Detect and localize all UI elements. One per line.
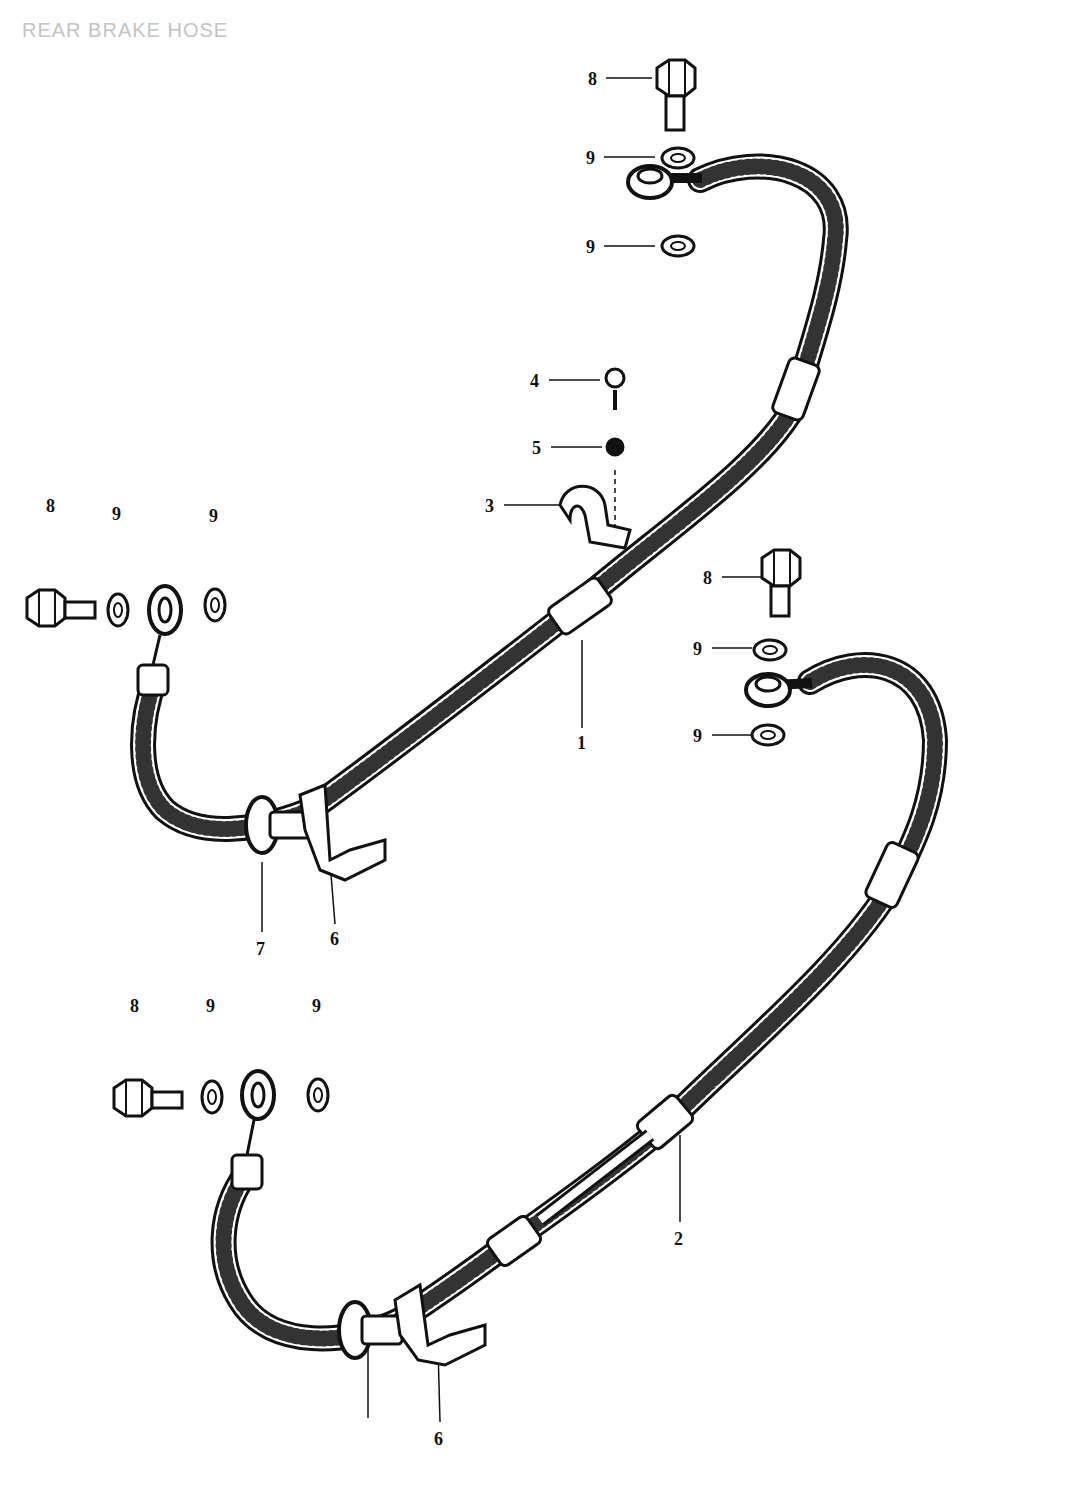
- callout-number: 9: [209, 507, 218, 525]
- callout-number: 7: [256, 940, 265, 958]
- callout-number: 9: [586, 149, 595, 167]
- callout-number: 9: [112, 505, 121, 523]
- callout-number: 1: [577, 734, 586, 752]
- callout-number: 9: [206, 997, 215, 1015]
- callout-number: 3: [485, 497, 494, 515]
- callout-number: 9: [693, 727, 702, 745]
- callout-number: 5: [532, 439, 541, 457]
- callout-number: 4: [530, 372, 539, 390]
- callout-number: 9: [312, 997, 321, 1015]
- callout-number: 9: [586, 238, 595, 256]
- callout-number: 8: [703, 569, 712, 587]
- callout-number: 8: [588, 70, 597, 88]
- callout-number: 6: [434, 1430, 443, 1448]
- callout-number: 6: [330, 930, 339, 948]
- callout-number: 8: [130, 997, 139, 1015]
- callout-number: 9: [693, 640, 702, 658]
- callout-number: 8: [46, 497, 55, 515]
- diagram-title: REAR BRAKE HOSE: [22, 20, 228, 40]
- callout-number: 2: [674, 1230, 683, 1248]
